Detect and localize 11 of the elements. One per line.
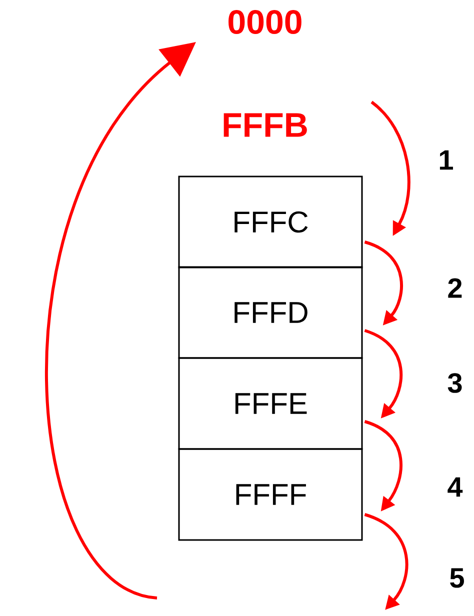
edge-label: 4 (446, 476, 464, 498)
address-text: FFFB (224, 113, 307, 137)
memory-cell: FFFE (178, 357, 363, 450)
edge-label: 1 (437, 149, 455, 171)
address-text: 0000 (228, 10, 302, 34)
memory-cell: FFFD (178, 266, 363, 359)
edge-label: 3 (446, 372, 464, 394)
memory-cell: FFFF (178, 448, 363, 541)
edge-label: 5 (448, 567, 466, 589)
edge-label: 2 (446, 277, 464, 299)
memory-cell: FFFC (178, 176, 363, 268)
